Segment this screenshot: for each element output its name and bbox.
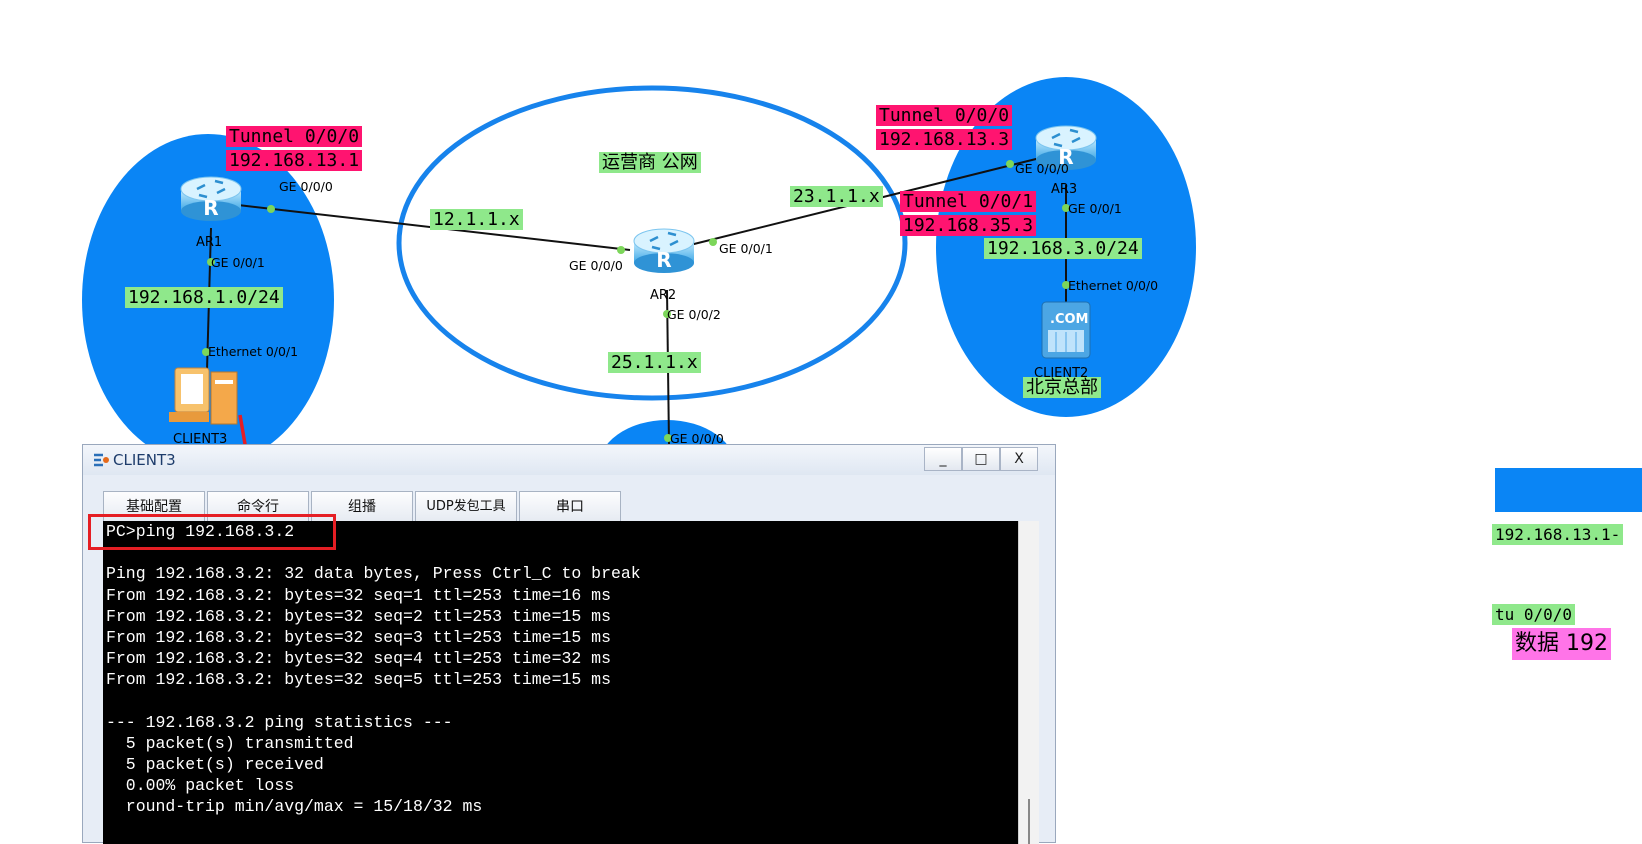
port-dot xyxy=(664,434,672,442)
right-partial-ip: 192.168.13.1- xyxy=(1492,524,1624,545)
tunnel-ar1-name: Tunnel 0/0/0 xyxy=(226,126,363,147)
network-lan3: 192.168.3.0/24 xyxy=(984,238,1142,259)
svg-text:R: R xyxy=(656,248,671,272)
terminal-line: Ping 192.168.3.2: 32 data bytes, Press C… xyxy=(106,564,641,584)
port-dot xyxy=(663,310,671,318)
right-partial-data: 数据 192 xyxy=(1512,628,1611,660)
port-dot xyxy=(1062,204,1070,212)
port-label-ar3-ge000: GE 0/0/0 xyxy=(1015,161,1069,176)
terminal-line: From 192.168.3.2: bytes=32 seq=3 ttl=253… xyxy=(106,627,611,647)
device-label-ar1: AR1 xyxy=(196,235,223,250)
tunnel-ar3-t1-ip: 192.168.35.3 xyxy=(900,215,1037,236)
network-lan1: 192.168.1.0/24 xyxy=(125,287,283,308)
command-highlight-box xyxy=(88,514,336,550)
terminal-line: From 192.168.3.2: bytes=32 seq=2 ttl=253… xyxy=(106,606,611,626)
network-link25: 25.1.1.x xyxy=(608,352,701,373)
port-dot xyxy=(709,238,717,246)
port-label-ar2-ge000: GE 0/0/0 xyxy=(569,258,623,273)
terminal-line: round-trip min/avg/max = 15/18/32 ms xyxy=(106,797,483,817)
port-dot xyxy=(1006,160,1014,168)
window-titlebar[interactable]: CLIENT3 _ □ X xyxy=(83,445,1055,475)
terminal-line: 0.00% packet loss xyxy=(106,776,295,796)
right-partial-bar xyxy=(1495,468,1642,512)
port-dot xyxy=(207,258,215,266)
network-link23: 23.1.1.x xyxy=(790,186,883,207)
scrollbar-thumb[interactable] xyxy=(1028,799,1030,844)
device-label-client3: CLIENT3 xyxy=(173,432,228,447)
terminal-scrollbar[interactable] xyxy=(1018,521,1039,844)
terminal-line: From 192.168.3.2: bytes=32 seq=5 ttl=253… xyxy=(106,670,611,690)
port-label-client2-eth: Ethernet 0/0/0 xyxy=(1068,278,1159,293)
port-dot xyxy=(1062,281,1070,289)
network-link12: 12.1.1.x xyxy=(430,209,523,230)
tab-udp-tool[interactable]: UDP发包工具 xyxy=(415,491,517,521)
device-label-ar2: AR2 xyxy=(650,288,677,303)
terminal-output[interactable]: PC>ping 192.168.3.2 Ping 192.168.3.2: 32… xyxy=(103,521,1018,844)
terminal-line: 5 packet(s) transmitted xyxy=(106,733,354,753)
svg-text:R: R xyxy=(203,196,218,220)
server-client2-icon[interactable] xyxy=(1041,301,1091,359)
router-ar1-icon[interactable]: R xyxy=(180,176,242,221)
hq-label: 北京总部 xyxy=(1023,377,1101,398)
maximize-button[interactable]: □ xyxy=(962,447,1000,471)
svg-text:R: R xyxy=(1058,145,1073,169)
client3-window[interactable]: CLIENT3 _ □ X 基础配置 命令行 组播 UDP发包工具 串口 PC>… xyxy=(82,444,1056,844)
port-label-ar3-ge001: GE 0/0/1 xyxy=(1068,201,1122,216)
close-button[interactable]: X xyxy=(1000,447,1038,471)
app-icon xyxy=(92,452,110,472)
terminal-line: --- 192.168.3.2 ping statistics --- xyxy=(106,712,453,732)
port-dot xyxy=(617,246,625,254)
port-label-ar2-ge002: GE 0/0/2 xyxy=(667,307,721,322)
minimize-button[interactable]: _ xyxy=(924,447,962,471)
tunnel-ar3-ip: 192.168.13.3 xyxy=(876,129,1013,150)
tunnel-ar3-name: Tunnel 0/0/0 xyxy=(876,105,1013,126)
port-label-bottom-ge000: GE 0/0/0 xyxy=(670,431,724,446)
terminal-line: PC>ping 192.168.3.2 xyxy=(106,522,295,541)
right-partial-tunnel: tu 0/0/0 xyxy=(1492,604,1576,625)
port-dot xyxy=(267,205,275,213)
terminal-line: 5 packet(s) received xyxy=(106,755,324,775)
client2-logo-text: .COM xyxy=(1050,312,1089,327)
port-dot xyxy=(202,348,210,356)
tab-serial[interactable]: 串口 xyxy=(519,491,621,521)
router-ar2-icon[interactable]: R xyxy=(633,228,695,273)
port-label-client3-eth: Ethernet 0/0/1 xyxy=(208,344,299,359)
window-title: CLIENT3 xyxy=(113,451,176,469)
port-label-ar1-ge000: GE 0/0/0 xyxy=(279,179,333,194)
device-label-client2: CLIENT2 xyxy=(1034,366,1089,381)
terminal-line: From 192.168.3.2: bytes=32 seq=1 ttl=253… xyxy=(106,585,611,605)
tunnel-ar3-t1-name: Tunnel 0/0/1 xyxy=(900,191,1037,212)
tunnel-ar1-ip: 192.168.13.1 xyxy=(226,150,363,171)
port-label-ar2-ge001: GE 0/0/1 xyxy=(719,241,773,256)
pc-client3-icon[interactable] xyxy=(169,367,238,425)
device-label-ar3: AR3 xyxy=(1051,182,1078,197)
terminal-line xyxy=(103,691,1018,712)
router-ar3-icon[interactable]: R xyxy=(1035,125,1097,170)
isp-cloud-label: 运营商 公网 xyxy=(599,152,701,173)
port-label-ar1-ge001: GE 0/0/1 xyxy=(211,255,265,270)
terminal-line: From 192.168.3.2: bytes=32 seq=4 ttl=253… xyxy=(106,649,611,669)
